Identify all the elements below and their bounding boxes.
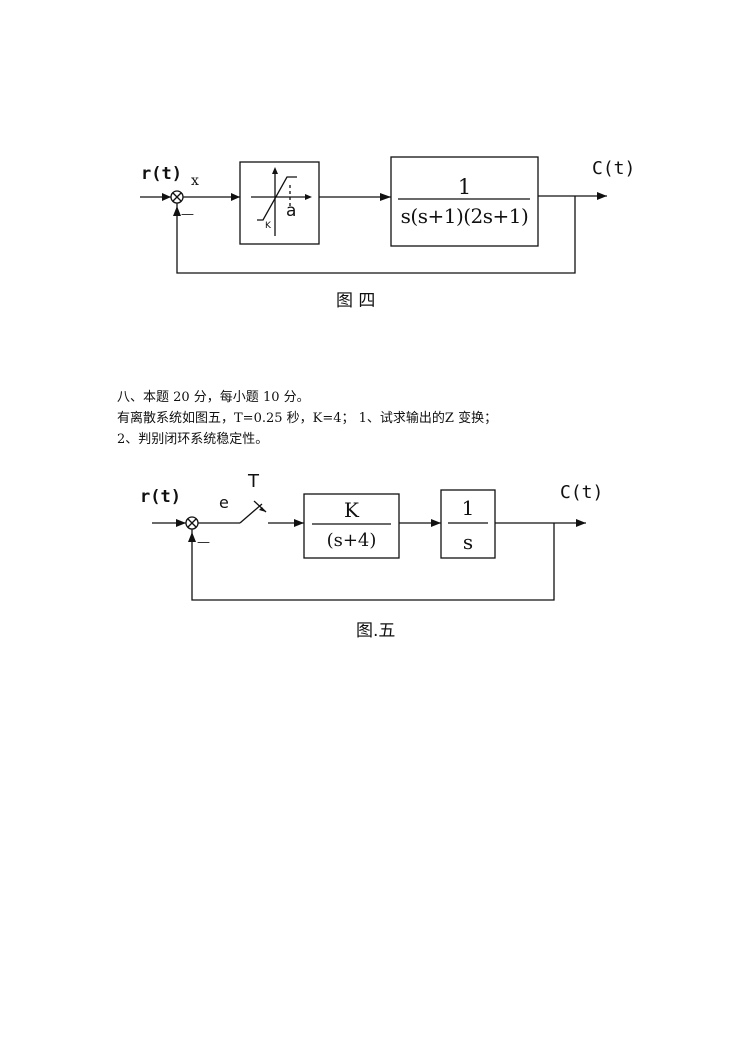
problem-statement: 有离散系统如图五，T=0.25 秒，K=4； 1、试求输出的Z 变换； <box>117 411 498 426</box>
figure-4-wires <box>140 156 607 274</box>
block-1-numerator: K <box>344 498 359 522</box>
input-signal-label: r(t) <box>141 164 182 184</box>
error-signal-label: e <box>219 493 229 512</box>
plant-denominator: s(s+1)(2s+1) <box>400 204 529 228</box>
block-2-numerator: 1 <box>461 496 475 520</box>
input-signal-label: r(t) <box>140 487 181 507</box>
figure-4-caption: 图 四 <box>336 291 376 311</box>
figure-5-wires <box>152 489 586 601</box>
plant-numerator: 1 <box>457 175 472 199</box>
output-signal-label: C(t) <box>592 158 636 179</box>
output-signal-label: C(t) <box>560 482 604 503</box>
figure-4-block-diagram: r(t) x — a K 1 s(s+1)(2s+1) C(t) 图 四 <box>0 140 753 320</box>
figure-5-caption: 图.五 <box>356 621 396 641</box>
problem-header: 八、本题 20 分，每小题 10 分。 <box>117 390 310 405</box>
block-1-denominator: (s+4) <box>326 530 377 551</box>
problem-8-text: 八、本题 20 分，每小题 10 分。 有离散系统如图五，T=0.25 秒，K=… <box>117 387 497 450</box>
sampling-period-label: T <box>248 471 259 492</box>
saturation-limit-label: a <box>286 201 297 221</box>
error-signal-label: x <box>191 173 199 189</box>
figure-5-block-diagram: r(t) e T — K (s+4) 1 s C(t) 图.五 <box>0 470 753 642</box>
minus-sign: — <box>181 207 194 222</box>
minus-sign: — <box>197 535 210 550</box>
block-2-denominator: s <box>462 530 474 554</box>
slope-k-label: K <box>265 221 271 231</box>
problem-question-2: 2、判别闭环系统稳定性。 <box>117 432 269 447</box>
